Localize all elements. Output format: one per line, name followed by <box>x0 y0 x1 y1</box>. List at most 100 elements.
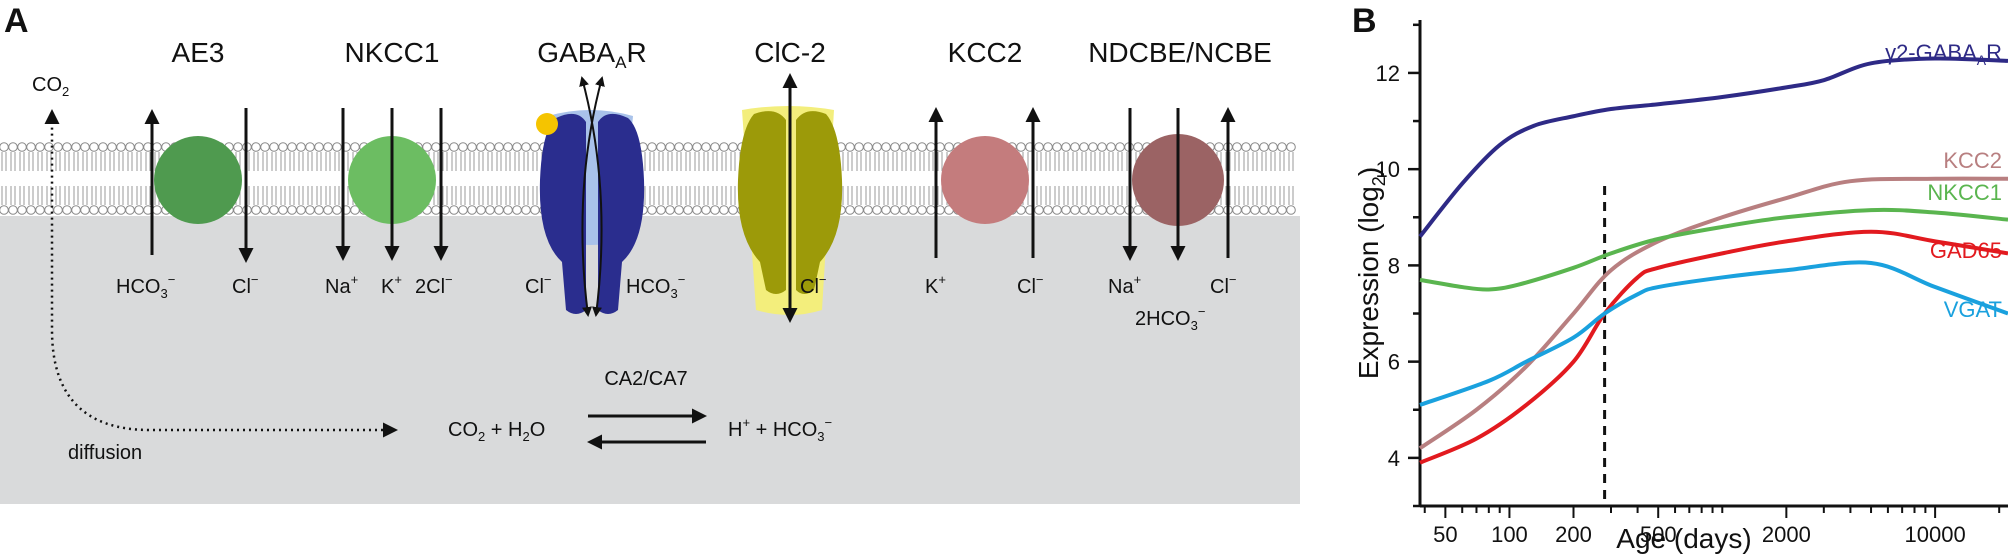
lipid <box>449 186 459 215</box>
series-line--2-gaba <box>1418 56 2008 238</box>
lipid <box>1250 186 1260 215</box>
lipid <box>1250 142 1260 171</box>
lipid <box>854 142 864 171</box>
transporter-gabaar: GABAAR <box>536 37 647 317</box>
ion-labels: HCO3− Cl− Na+ K+ 2Cl− Cl− HCO3− Cl− K+ C… <box>116 272 1236 333</box>
lipid <box>80 186 90 215</box>
lipid <box>710 142 720 171</box>
lipid <box>1034 186 1044 215</box>
lipid <box>701 186 711 215</box>
x-tick-label: 10000 <box>1905 522 1966 547</box>
lipid <box>917 142 927 171</box>
gabaar-subunit-right <box>598 113 645 314</box>
lipid <box>62 142 72 171</box>
lipid <box>935 142 945 171</box>
lipid <box>1034 142 1044 171</box>
lipid <box>8 142 18 171</box>
lipid <box>332 186 342 215</box>
lipid <box>665 186 675 215</box>
lipid <box>710 186 720 215</box>
series-line-kcc2 <box>1418 176 2008 450</box>
lipid <box>1106 142 1116 171</box>
x-axis-title: Age (days) <box>1616 523 1751 554</box>
lipid <box>0 186 9 215</box>
clc2-subunit-left <box>737 111 786 294</box>
lipid <box>881 142 891 171</box>
ion-label-cl-ae3: Cl− <box>232 272 258 298</box>
lipid <box>728 142 738 171</box>
lipid <box>1241 142 1251 171</box>
lipid <box>1259 142 1269 171</box>
lipid <box>899 186 909 215</box>
lipid <box>845 186 855 215</box>
x-tick-label: 500 <box>1640 522 1677 547</box>
lipid <box>116 142 126 171</box>
lipid <box>287 142 297 171</box>
transporter-label-ae3: AE3 <box>172 37 225 68</box>
lipid <box>35 142 45 171</box>
lipid <box>530 186 540 215</box>
lipid <box>1277 142 1287 171</box>
lipid <box>71 186 81 215</box>
lipid <box>845 142 855 171</box>
lipid <box>1097 142 1107 171</box>
co2-label-top: CO2 <box>32 74 69 99</box>
lipid <box>1061 186 1071 215</box>
lipid <box>35 186 45 215</box>
lipid <box>1088 186 1098 215</box>
lipid <box>260 142 270 171</box>
lipid <box>476 186 486 215</box>
lipid <box>26 186 36 215</box>
lipid <box>323 142 333 171</box>
x-tick-label: 50 <box>1433 522 1457 547</box>
series-label-vgat: VGAT <box>1944 297 2002 322</box>
lipid <box>62 186 72 215</box>
lipid <box>305 186 315 215</box>
lipid <box>917 186 927 215</box>
lipid <box>1232 142 1242 171</box>
lipid <box>1286 142 1296 171</box>
lipid <box>98 186 108 215</box>
lipid <box>1277 186 1287 215</box>
co2-diffusion: CO2 diffusion <box>32 74 398 464</box>
lipid <box>1070 186 1080 215</box>
series-label-kcc2: KCC2 <box>1943 148 2002 173</box>
lipid <box>926 142 936 171</box>
transporter-ndcbe: NDCBE/NCBE <box>1088 37 1272 261</box>
lipid <box>1079 142 1089 171</box>
series-line-nkcc1 <box>1419 207 2008 292</box>
lipid <box>701 142 711 171</box>
lipid <box>107 186 117 215</box>
ion-label-cl-gabaar: Cl− <box>525 272 551 298</box>
lipid <box>1043 186 1053 215</box>
clc2-subunit-right <box>796 111 843 294</box>
lipid <box>530 142 540 171</box>
lipid <box>503 142 513 171</box>
lipid <box>458 142 468 171</box>
lipid <box>269 186 279 215</box>
lipid <box>251 186 261 215</box>
ion-label-k-nkcc1: K+ <box>381 272 402 298</box>
lipid <box>1052 142 1062 171</box>
lipid <box>656 142 666 171</box>
lipid <box>17 142 27 171</box>
lipid <box>53 142 63 171</box>
panel-a-label: A <box>4 2 29 40</box>
lipid <box>1232 186 1242 215</box>
reaction-left-side: CO2 + H2O <box>448 419 545 444</box>
x-tick-label: 2000 <box>1762 522 1811 547</box>
ion-label-na-ndcbe: Na+ <box>1108 272 1141 298</box>
transporter-label-ndcbe: NDCBE/NCBE <box>1088 37 1272 68</box>
lipid <box>0 142 9 171</box>
lipid <box>854 186 864 215</box>
y-tick-label: 6 <box>1388 350 1400 375</box>
transporter-label-gabaar: GABAAR <box>537 37 646 72</box>
lipid <box>278 186 288 215</box>
lipid <box>296 142 306 171</box>
lipid <box>512 186 522 215</box>
lipid <box>728 186 738 215</box>
panel-a: A AE3 NKCC1 GABAAR <box>0 2 1300 504</box>
lipid <box>647 142 657 171</box>
lipid <box>1241 186 1251 215</box>
lipid <box>1070 142 1080 171</box>
